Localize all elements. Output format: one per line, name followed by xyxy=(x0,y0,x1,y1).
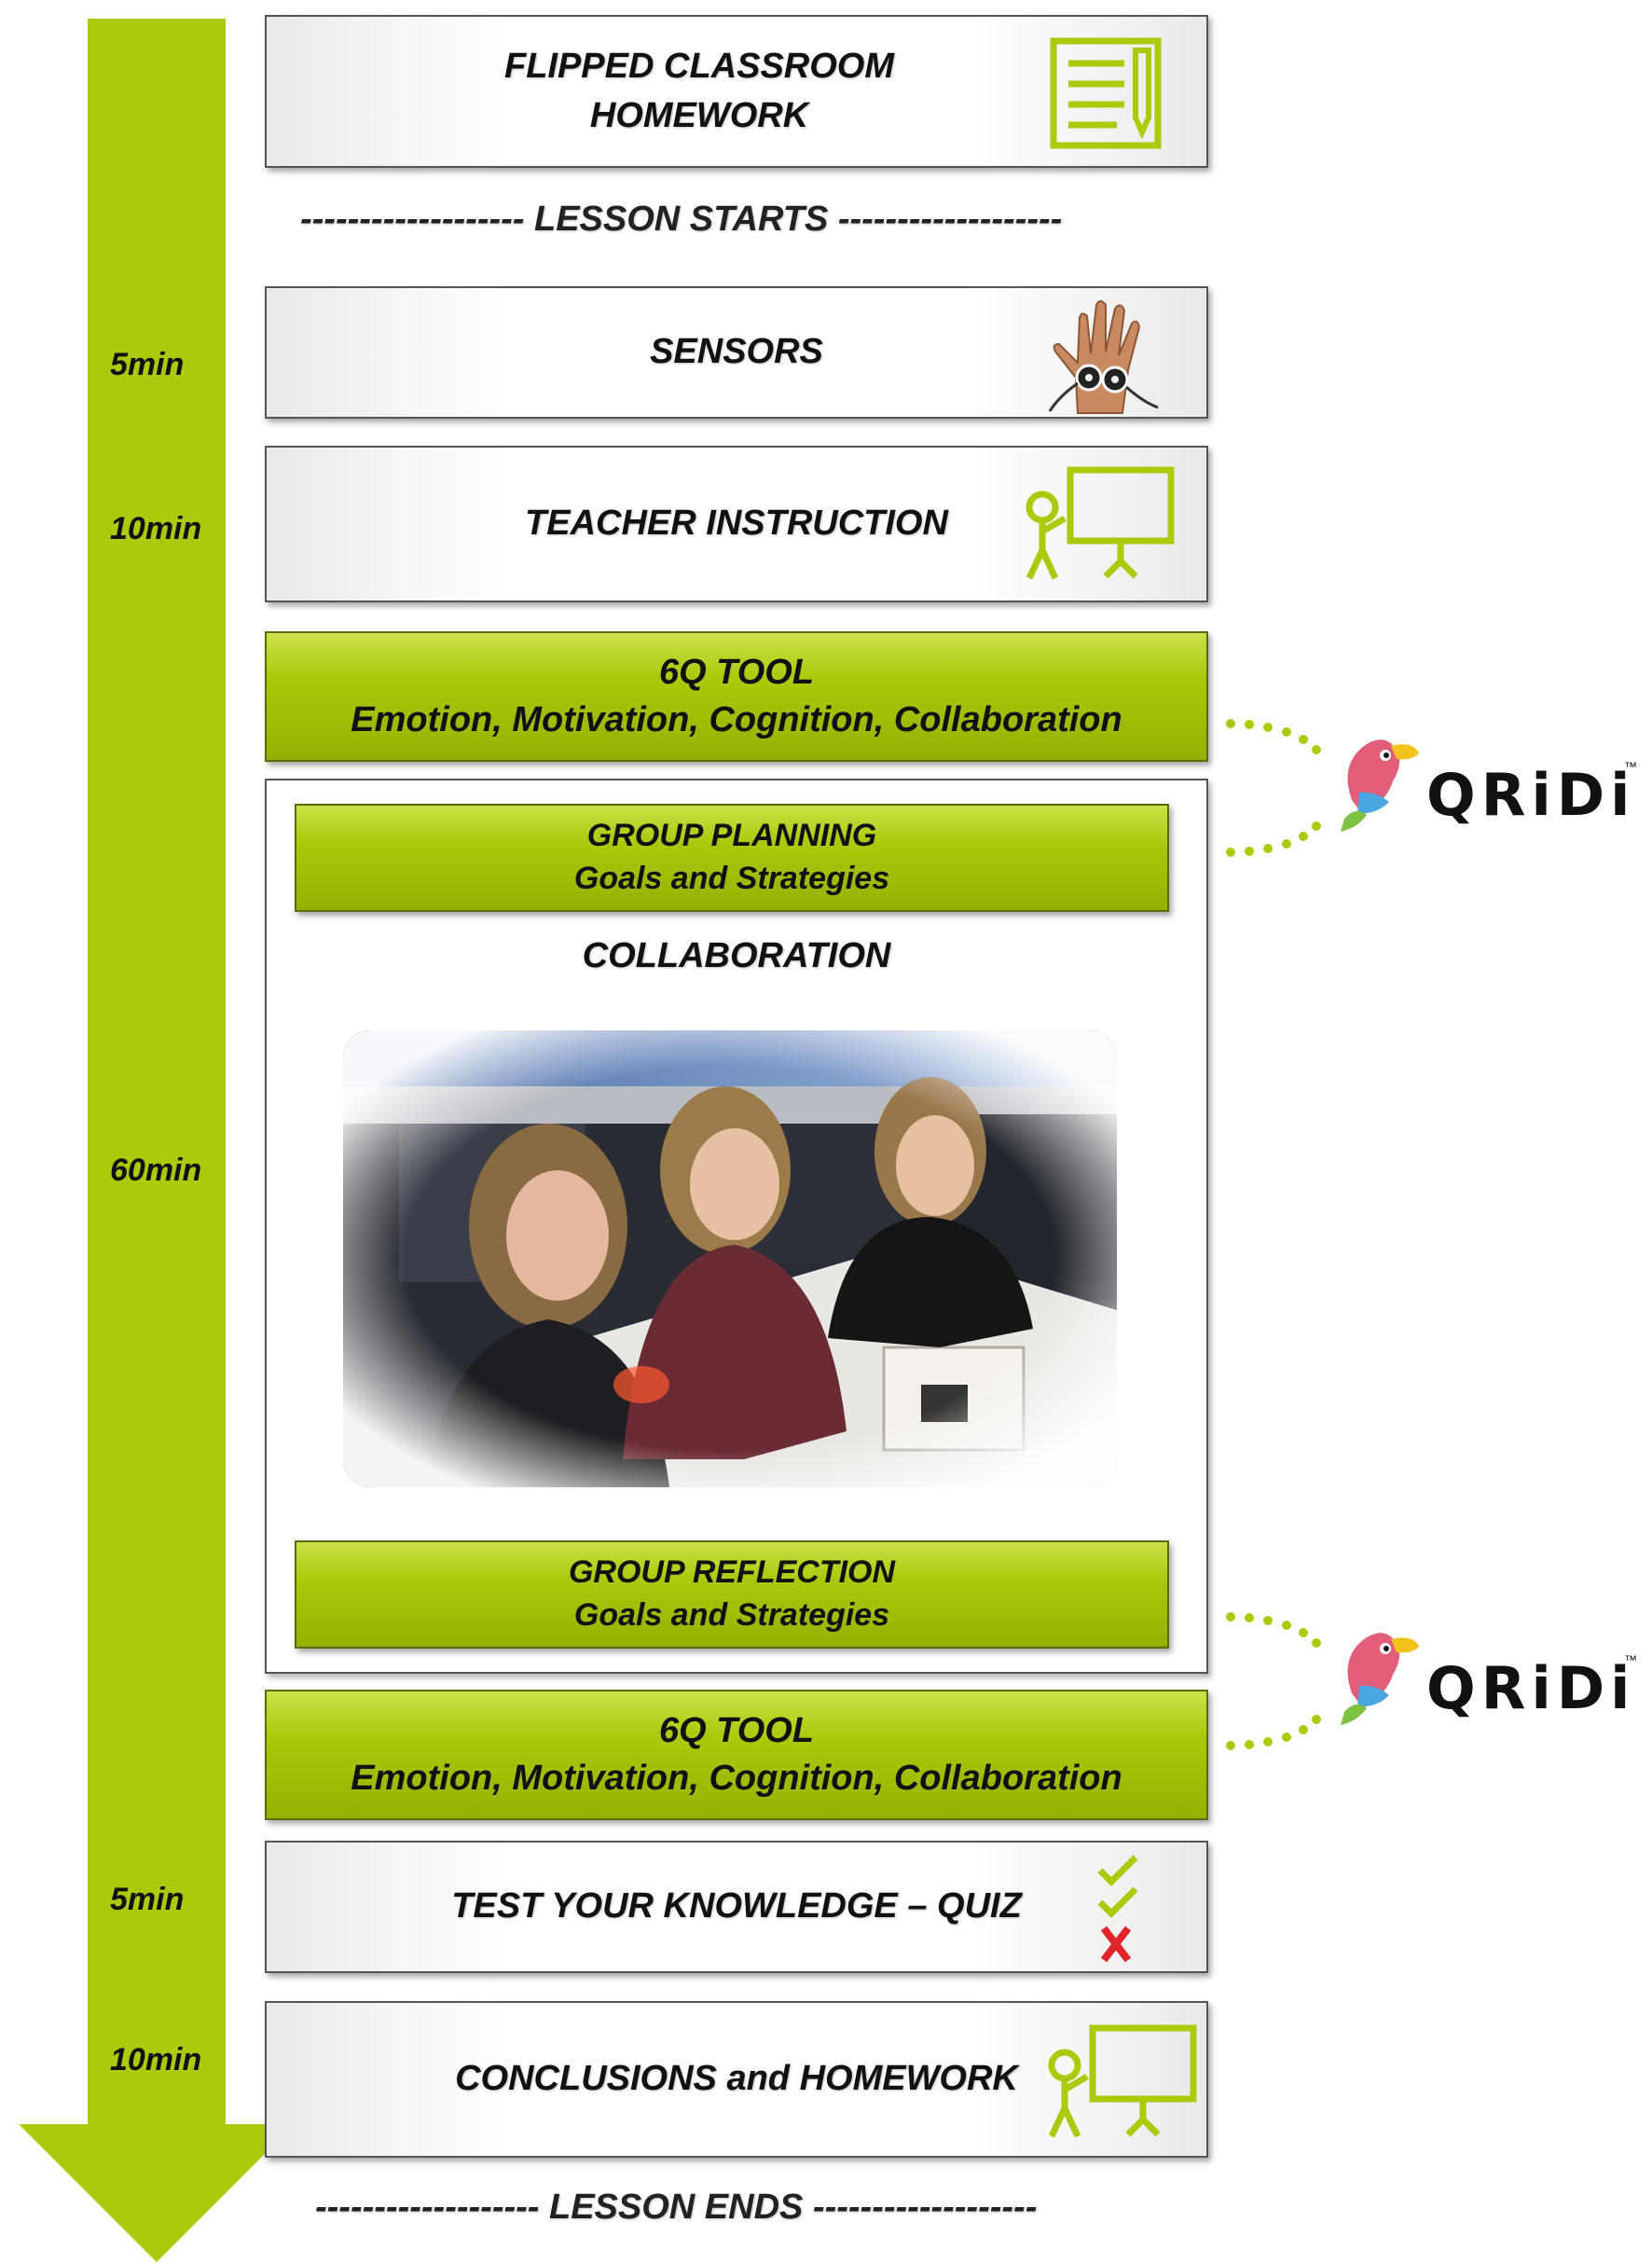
qridi-logo-text-bottom: QRiDi xyxy=(1426,1654,1636,1722)
sensor-hand-icon xyxy=(1048,300,1159,414)
time-label-sensors: 5min xyxy=(110,347,185,382)
dotted-connector-top xyxy=(1226,719,1321,857)
6q-tool-subtitle: Emotion, Motivation, Cognition, Collabor… xyxy=(351,700,1122,739)
sensors-label: SENSORS xyxy=(650,332,823,372)
teacher-instruction-box: TEACHER INSTRUCTION xyxy=(265,446,1208,602)
teacher-board-icon-conclusions xyxy=(1048,2024,1197,2138)
classroom-photo xyxy=(343,1030,1117,1487)
group-planning-subtitle: Goals and Strategies xyxy=(573,861,890,896)
6q-tool-title-bottom: 6Q TOOL xyxy=(658,1710,815,1750)
conclusions-label: CONCLUSIONS and HOMEWORK xyxy=(455,2059,1018,2099)
6q-tool-title: 6Q TOOL xyxy=(658,652,815,692)
quiz-label: TEST YOUR KNOWLEDGE – QUIZ xyxy=(451,1886,1022,1926)
6q-tool-box-bottom: 6Q TOOL Emotion, Motivation, Cognition, … xyxy=(265,1690,1208,1820)
qridi-logo-text: QRiDi xyxy=(1426,761,1636,829)
sensors-box: SENSORS xyxy=(265,286,1208,419)
group-planning-box: GROUP PLANNING Goals and Strategies xyxy=(295,804,1169,912)
6q-tool-subtitle-bottom: Emotion, Motivation, Cognition, Collabor… xyxy=(351,1759,1122,1798)
qridi-logo-bottom: QRiDi ™ xyxy=(1335,1619,1643,1731)
group-reflection-box: GROUP REFLECTION Goals and Strategies xyxy=(295,1540,1169,1649)
conclusions-box: CONCLUSIONS and HOMEWORK xyxy=(265,2001,1208,2158)
group-reflection-subtitle: Goals and Strategies xyxy=(573,1597,890,1633)
time-label-teacher-instruction: 10min xyxy=(110,511,202,546)
flipped-classroom-box: FLIPPED CLASSROOM HOMEWORK xyxy=(265,15,1208,168)
flipped-classroom-title: FLIPPED CLASSROOM xyxy=(503,46,895,86)
time-label-quiz: 5min xyxy=(110,1882,185,1917)
qridi-trademark: ™ xyxy=(1624,759,1637,774)
notebook-icon xyxy=(1050,37,1162,149)
lesson-starts-separator: ------------------- LESSON STARTS ------… xyxy=(300,200,1063,239)
teacher-board-icon xyxy=(1026,466,1175,580)
quiz-box: TEST YOUR KNOWLEDGE – QUIZ xyxy=(265,1841,1208,1973)
timeline-arrow-shaft xyxy=(88,19,226,2126)
lesson-ends-separator: ------------------- LESSON ENDS --------… xyxy=(315,2188,1038,2227)
timeline-arrow-head xyxy=(19,2124,295,2262)
time-label-conclusions: 10min xyxy=(110,2042,202,2078)
teacher-instruction-label: TEACHER INSTRUCTION xyxy=(525,504,948,544)
group-reflection-title: GROUP REFLECTION xyxy=(568,1554,896,1591)
6q-tool-box-top: 6Q TOOL Emotion, Motivation, Cognition, … xyxy=(265,631,1208,762)
group-planning-title: GROUP PLANNING xyxy=(586,818,877,854)
qridi-trademark-bottom: ™ xyxy=(1624,1652,1637,1667)
qridi-logo-top: QRiDi ™ xyxy=(1335,725,1643,837)
parrot-logo-icon xyxy=(1341,739,1419,832)
time-label-collaboration: 60min xyxy=(110,1153,202,1188)
checklist-icon xyxy=(1097,1855,1138,1963)
dotted-connector-bottom xyxy=(1226,1612,1321,1750)
flipped-classroom-subtitle: HOMEWORK xyxy=(589,96,809,135)
parrot-logo-icon xyxy=(1341,1633,1419,1725)
collaboration-heading: COLLABORATION xyxy=(582,936,891,975)
